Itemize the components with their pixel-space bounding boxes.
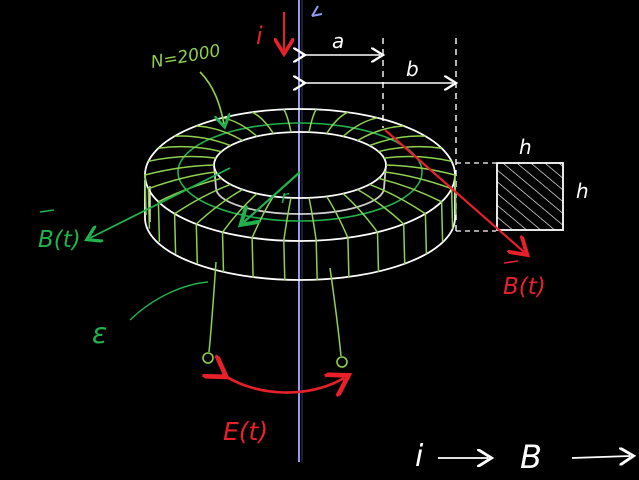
winding-loop xyxy=(325,195,350,278)
winding-loop xyxy=(283,108,292,133)
field-left-label: B(t) xyxy=(38,227,81,253)
winding-loop xyxy=(144,164,215,216)
radius-arrow-icon xyxy=(244,171,301,222)
winding-loop xyxy=(378,145,442,153)
winding-loop xyxy=(369,135,426,147)
winding-loop xyxy=(221,193,258,273)
current-label: i xyxy=(256,22,263,50)
curve-label: ε xyxy=(92,317,107,350)
winding-loop xyxy=(173,183,231,254)
terminal-right xyxy=(336,356,348,368)
height-label-top: h xyxy=(519,135,532,159)
winding-loop xyxy=(342,193,380,273)
hatched-square-icon xyxy=(496,162,564,231)
radius-label: r xyxy=(281,187,290,208)
relation-i-label: i xyxy=(415,439,424,474)
inner-radius-label: a xyxy=(332,29,344,53)
emf-arrow-icon xyxy=(222,374,344,393)
field-right-arrow-icon xyxy=(384,129,524,252)
height-label-side: h xyxy=(576,179,589,203)
winding-loop xyxy=(147,171,216,229)
winding-loop xyxy=(357,125,404,142)
field-right-label: B(t) xyxy=(503,274,546,300)
windings xyxy=(144,108,457,281)
winding-loop xyxy=(384,155,452,163)
winding-loop xyxy=(357,188,406,265)
turns-label: N=2000 xyxy=(149,41,222,73)
torus-bottom-edge xyxy=(144,180,456,281)
curve-pointer xyxy=(129,281,209,321)
emf-label: E(t) xyxy=(223,417,268,446)
field-right-vector-bar xyxy=(503,260,519,264)
terminal-left xyxy=(202,352,214,364)
lead-right xyxy=(329,267,342,357)
winding-loop xyxy=(174,135,231,147)
field-left-arrow-icon xyxy=(90,167,231,238)
field-circle xyxy=(177,122,423,222)
turns-pointer-arrow-icon xyxy=(199,71,224,124)
winding-loop xyxy=(308,197,318,281)
outer-radius-label: b xyxy=(406,57,419,81)
winding-loop xyxy=(369,183,428,254)
winding-loop xyxy=(385,164,457,216)
winding-loop xyxy=(148,155,216,163)
winding-loop xyxy=(308,108,317,133)
field-left-vector-bar xyxy=(39,209,55,213)
relation-b-label: B xyxy=(520,438,542,476)
winding-loop xyxy=(325,111,349,135)
relation-arrow-2-icon xyxy=(571,456,630,458)
winding-loop xyxy=(283,197,292,281)
winding-loop xyxy=(342,117,378,137)
lead-left xyxy=(208,261,217,353)
winding-loop xyxy=(195,188,243,265)
torus-inner-wall xyxy=(213,164,387,215)
axis-arrow-icon xyxy=(311,5,323,17)
winding-loop xyxy=(251,111,275,135)
winding-loop xyxy=(378,177,444,242)
winding-loop xyxy=(196,125,243,142)
winding-loop xyxy=(158,145,222,153)
winding-loop xyxy=(251,195,275,278)
